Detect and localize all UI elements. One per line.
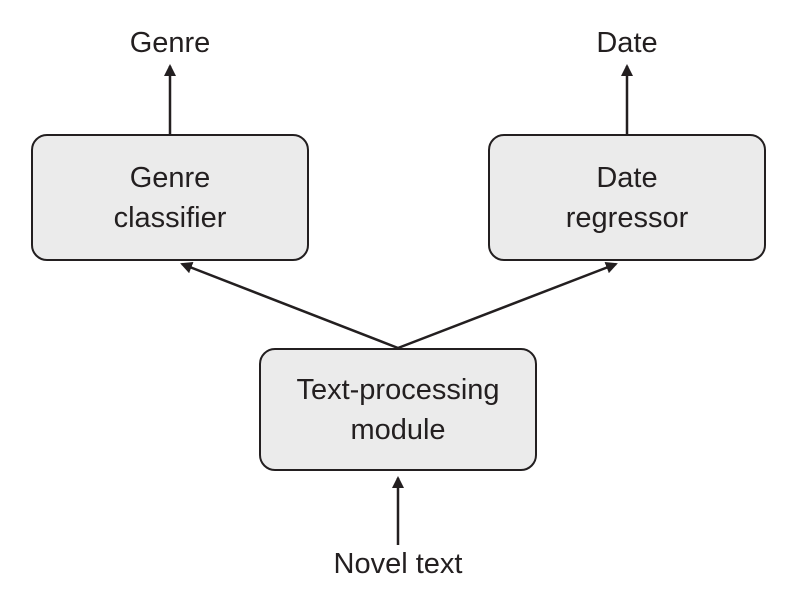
novel-text-input-label: Novel text <box>333 548 463 580</box>
text-processing-module-box: Text-processing module <box>259 348 537 471</box>
date-output-label: Date <box>596 27 658 59</box>
date-regressor-box: Date regressor <box>488 134 766 261</box>
genre-classifier-line1: Genre <box>129 161 211 194</box>
genre-classifier-line2: classifier <box>113 201 227 234</box>
date-regressor-line2: regressor <box>565 201 689 234</box>
text-processing-line2: module <box>350 413 446 446</box>
genre-classifier-box: Genre classifier <box>31 134 309 261</box>
date-regressor-line1: Date <box>596 161 658 194</box>
arrow-text-processing-to-genre-classifier <box>180 262 399 350</box>
genre-output-label: Genre <box>129 27 211 59</box>
text-processing-line1: Text-processing <box>296 373 500 406</box>
arrow-text-processing-to-date-regressor <box>397 261 618 350</box>
